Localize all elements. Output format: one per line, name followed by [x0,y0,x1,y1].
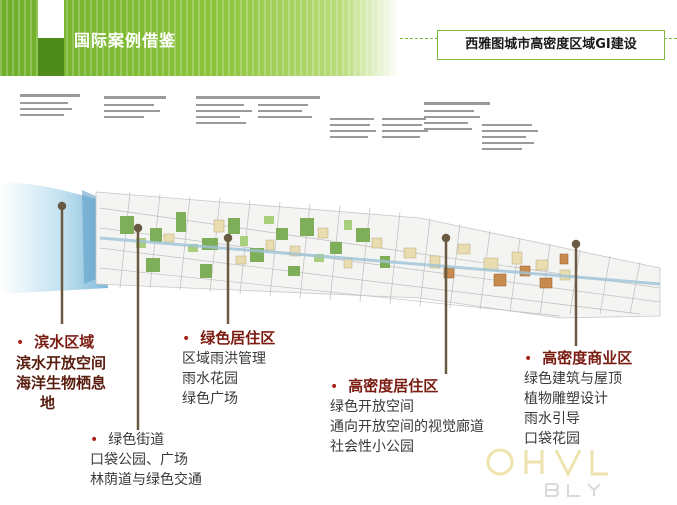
annotation-line: 绿色开放空间 [330,399,414,415]
pointer-extensions [60,320,578,430]
bullet: • [182,331,191,347]
annotation-waterfront: • 滨水区域 滨水开放空间 海洋生物栖息 地 [16,332,166,413]
annotation-line: 口袋花园 [524,431,580,447]
annotation-green-residential: • 绿色居住区 区域雨洪管理 雨水花园 绿色广场 [182,328,332,409]
bullet: • [524,351,533,367]
annotation-line: 海洋生物栖息 [16,374,107,392]
pointer-lines [57,201,581,320]
annotation-line: 滨水开放空间 [16,354,107,372]
header: 国际案例借鉴 西雅图城市高密度区域GI建设 [0,0,677,76]
urban-plan-map [0,94,661,320]
slide-title: 国际案例借鉴 [74,31,177,50]
annotation-line: 地 [40,394,56,412]
annotation-title: 高密度居住区 [348,377,439,395]
annotation-green-street: • 绿色街道 口袋公园、广场 林荫道与绿色交通 [90,430,300,490]
waterfront-water [0,183,108,294]
annotation-title: 高密度商业区 [542,349,633,367]
annotation-line: 通向开放空间的视觉廊道 [330,419,484,435]
annotation-line: 绿色建筑与屋顶 [524,371,622,387]
annotation-line: 区域雨洪管理 [182,351,266,367]
annotation-line: 绿色广场 [182,391,238,407]
annotation-line: 林荫道与绿色交通 [90,472,202,488]
annotation-title: 绿色街道 [108,432,165,448]
annotation-line: 口袋公园、广场 [90,452,188,468]
slide-subtitle: 西雅图城市高密度区域GI建设 [437,30,665,60]
green-corridor [99,236,661,286]
header-bar [0,0,400,76]
buildings [163,219,571,281]
bullet: • [90,432,99,448]
district-notes [20,94,538,150]
bullet: • [16,335,25,351]
annotation-title: 滨水区域 [34,333,95,351]
annotation-dense-commercial: • 高密度商业区 绿色建筑与屋顶 植物雕塑设计 雨水引导 口袋花园 [524,348,674,449]
annotation-line: 雨水引导 [524,411,580,427]
annotation-title: 绿色居住区 [200,329,276,347]
bullet: • [330,379,339,395]
watermark-logo [486,448,608,497]
header-square-light [38,0,64,38]
annotation-line: 植物雕塑设计 [524,391,608,407]
annotation-line: 社会性小公园 [330,439,414,455]
annotation-dense-residential: • 高密度居住区 绿色开放空间 通向开放空间的视觉廊道 社会性小公园 [330,376,530,457]
header-square-dark [38,38,64,76]
annotation-line: 雨水花园 [182,371,238,387]
header-stripes [0,0,400,76]
